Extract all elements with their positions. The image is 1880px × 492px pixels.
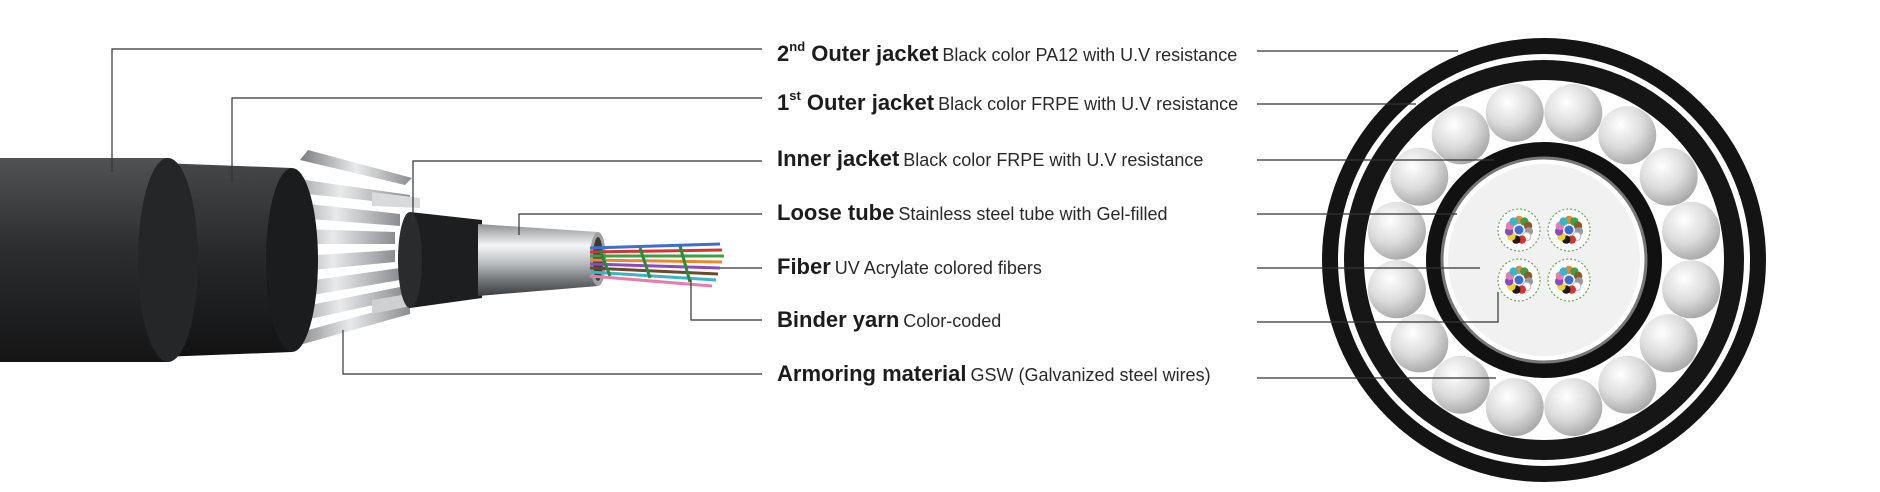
label-name: Fiber (777, 254, 831, 279)
label-description: Black color FRPE with U.V resistance (938, 94, 1239, 115)
label-name: Armoring material (777, 361, 967, 386)
label-description: Color-coded (903, 311, 1002, 331)
armor-wire-ball (1598, 106, 1657, 165)
armor-wire-ball (1639, 147, 1698, 206)
leader-line-1st-outer-jacket (231, 97, 762, 183)
fiber-groups (1497, 208, 1591, 302)
armor-wire-ball (1367, 260, 1426, 319)
first-outer-jacket-segment (160, 163, 305, 357)
armor-wire-ball (1485, 83, 1544, 142)
label-name: Inner jacket (777, 146, 900, 171)
second-outer-jacket-segment (0, 158, 183, 362)
label-description: GSW (Galvanized steel wires) (970, 365, 1211, 385)
leader-line-inner-jacket (412, 160, 762, 223)
fiber (1509, 267, 1518, 276)
fiber (1559, 267, 1568, 276)
fiber (1564, 225, 1574, 235)
label-name: Loose tube (777, 200, 895, 225)
fiber (1509, 217, 1518, 226)
fiber (1514, 225, 1524, 235)
label-description: Black color PA12 with U.V resistance (942, 45, 1238, 66)
fiber (1514, 275, 1524, 285)
armor-wire-ball (1485, 378, 1544, 437)
leader-line-loose-tube (518, 213, 762, 235)
leader-line-armoring (342, 330, 762, 375)
armor-wire-ball (1662, 260, 1721, 319)
label-name: 2nd Outer jacket (777, 39, 939, 67)
leader-line-binder-yarn (690, 280, 762, 321)
armor-wire-ball (1367, 201, 1426, 260)
label-description: UV Acrylate colored fibers (834, 258, 1042, 278)
cable-side-view (0, 150, 724, 362)
armor-wire-ball (1431, 106, 1490, 165)
armor-wires-section (1367, 83, 1721, 437)
armor-wire-ball (1390, 314, 1449, 373)
armor-wires (270, 150, 420, 346)
label-name: 1st Outer jacket (777, 88, 935, 116)
cable-cross-section (1322, 38, 1766, 482)
fiber-bundle (589, 242, 724, 288)
inner-jacket-segment (403, 212, 482, 308)
armor-wire-ball (1544, 378, 1603, 437)
armor-wire-ball (1431, 355, 1490, 414)
armor-wire-ball (1390, 147, 1449, 206)
fiber (1559, 217, 1568, 226)
label-description: Black color FRPE with U.V resistance (903, 150, 1204, 170)
loose-tube-segment (478, 224, 598, 296)
armor-wire-ball (1598, 355, 1657, 414)
fiber (1564, 275, 1574, 285)
label-description: Stainless steel tube with Gel-filled (898, 204, 1168, 224)
armor-wire-ball (1639, 314, 1698, 373)
armor-wire-ball (1544, 83, 1603, 142)
label-name: Binder yarn (777, 307, 900, 332)
armor-wire-ball (1662, 201, 1721, 260)
leader-lines (111, 48, 1499, 379)
leader-line-2nd-outer-jacket (111, 48, 762, 172)
